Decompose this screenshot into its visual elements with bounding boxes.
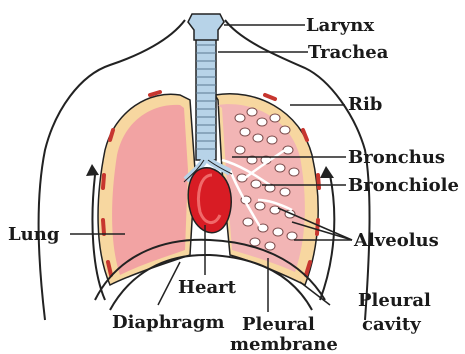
label-bronchiole: Bronchiole	[348, 175, 459, 196]
larynx	[188, 14, 224, 40]
label-larynx: Larynx	[306, 15, 374, 36]
label-lung: Lung	[8, 224, 60, 245]
trachea	[196, 35, 216, 160]
label-pleural-cavity-line2: cavity	[362, 314, 421, 335]
label-bronchus: Bronchus	[348, 147, 445, 168]
label-alveolus: Alveolus	[353, 230, 439, 251]
label-rib: Rib	[348, 94, 382, 115]
label-pleural-cavity-line1: Pleural	[358, 290, 431, 311]
label-trachea: Trachea	[308, 42, 389, 63]
label-pleural-membrane-line1: Pleural	[242, 314, 315, 335]
label-pleural-membrane-line2: membrane	[230, 334, 338, 354]
label-heart: Heart	[178, 277, 237, 298]
left-lung	[98, 92, 195, 285]
heart	[188, 168, 231, 233]
label-diaphragm: Diaphragm	[112, 312, 225, 333]
